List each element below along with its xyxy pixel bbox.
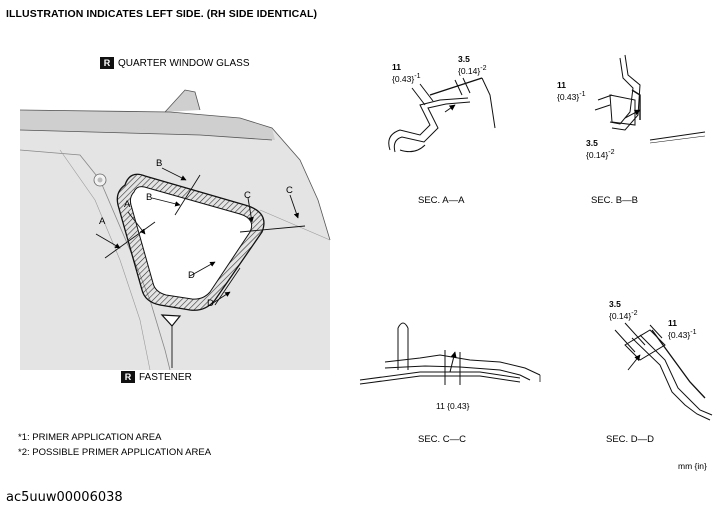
sec-bb-label: SEC. B—B xyxy=(591,195,638,206)
sec-bb-dim2: 3.5 {0.14}-2 xyxy=(586,138,615,160)
r-badge-icon: R xyxy=(121,371,135,383)
section-dd-drawing xyxy=(614,322,713,421)
quarter-window-glass xyxy=(116,173,265,311)
sec-aa-dim2: 3.5 {0.14}-2 xyxy=(458,54,487,76)
section-cc-drawing xyxy=(359,322,541,385)
sec-aa-label: SEC. A—A xyxy=(418,195,465,206)
marker-d-1: D xyxy=(188,270,195,281)
sec-dd-dim1: 11 {0.43}-1 xyxy=(668,318,697,340)
sec-cc-label: SEC. C—C xyxy=(418,434,467,445)
marker-d-2: D xyxy=(207,298,214,309)
section-markers xyxy=(95,167,306,306)
marker-a-1: A xyxy=(99,216,106,227)
fastener xyxy=(160,314,182,368)
marker-a-2: A xyxy=(124,199,131,210)
sec-dd-label: SEC. D—D xyxy=(606,434,655,445)
marker-b-1: B xyxy=(156,158,163,169)
unit-label: mm {in} xyxy=(678,461,707,471)
quarter-window-label: R QUARTER WINDOW GLASS xyxy=(100,57,250,69)
marker-b-2: B xyxy=(146,192,153,203)
figure-code: ac5uuw00006038 xyxy=(6,490,123,505)
sec-dd-dim2: 3.5 {0.14}-2 xyxy=(609,299,638,321)
note-1: *1: PRIMER APPLICATION AREA xyxy=(18,432,162,443)
fastener-label: R FASTENER xyxy=(121,371,192,383)
section-bb-drawing xyxy=(594,54,706,144)
note-2: *2: POSSIBLE PRIMER APPLICATION AREA xyxy=(18,447,212,458)
r-badge-icon: R xyxy=(100,57,114,69)
sec-aa-dim1: 11 {0.43}-1 xyxy=(392,62,421,84)
sec-bb-dim1: 11 {0.43}-1 xyxy=(557,80,586,102)
marker-c-1: C xyxy=(244,190,251,201)
diagram-title: ILLUSTRATION INDICATES LEFT SIDE. (RH SI… xyxy=(6,8,318,20)
marker-c-2: C xyxy=(286,185,293,196)
sec-cc-dim1: 11 {0.43} xyxy=(436,401,470,411)
section-aa-drawing xyxy=(388,77,496,153)
